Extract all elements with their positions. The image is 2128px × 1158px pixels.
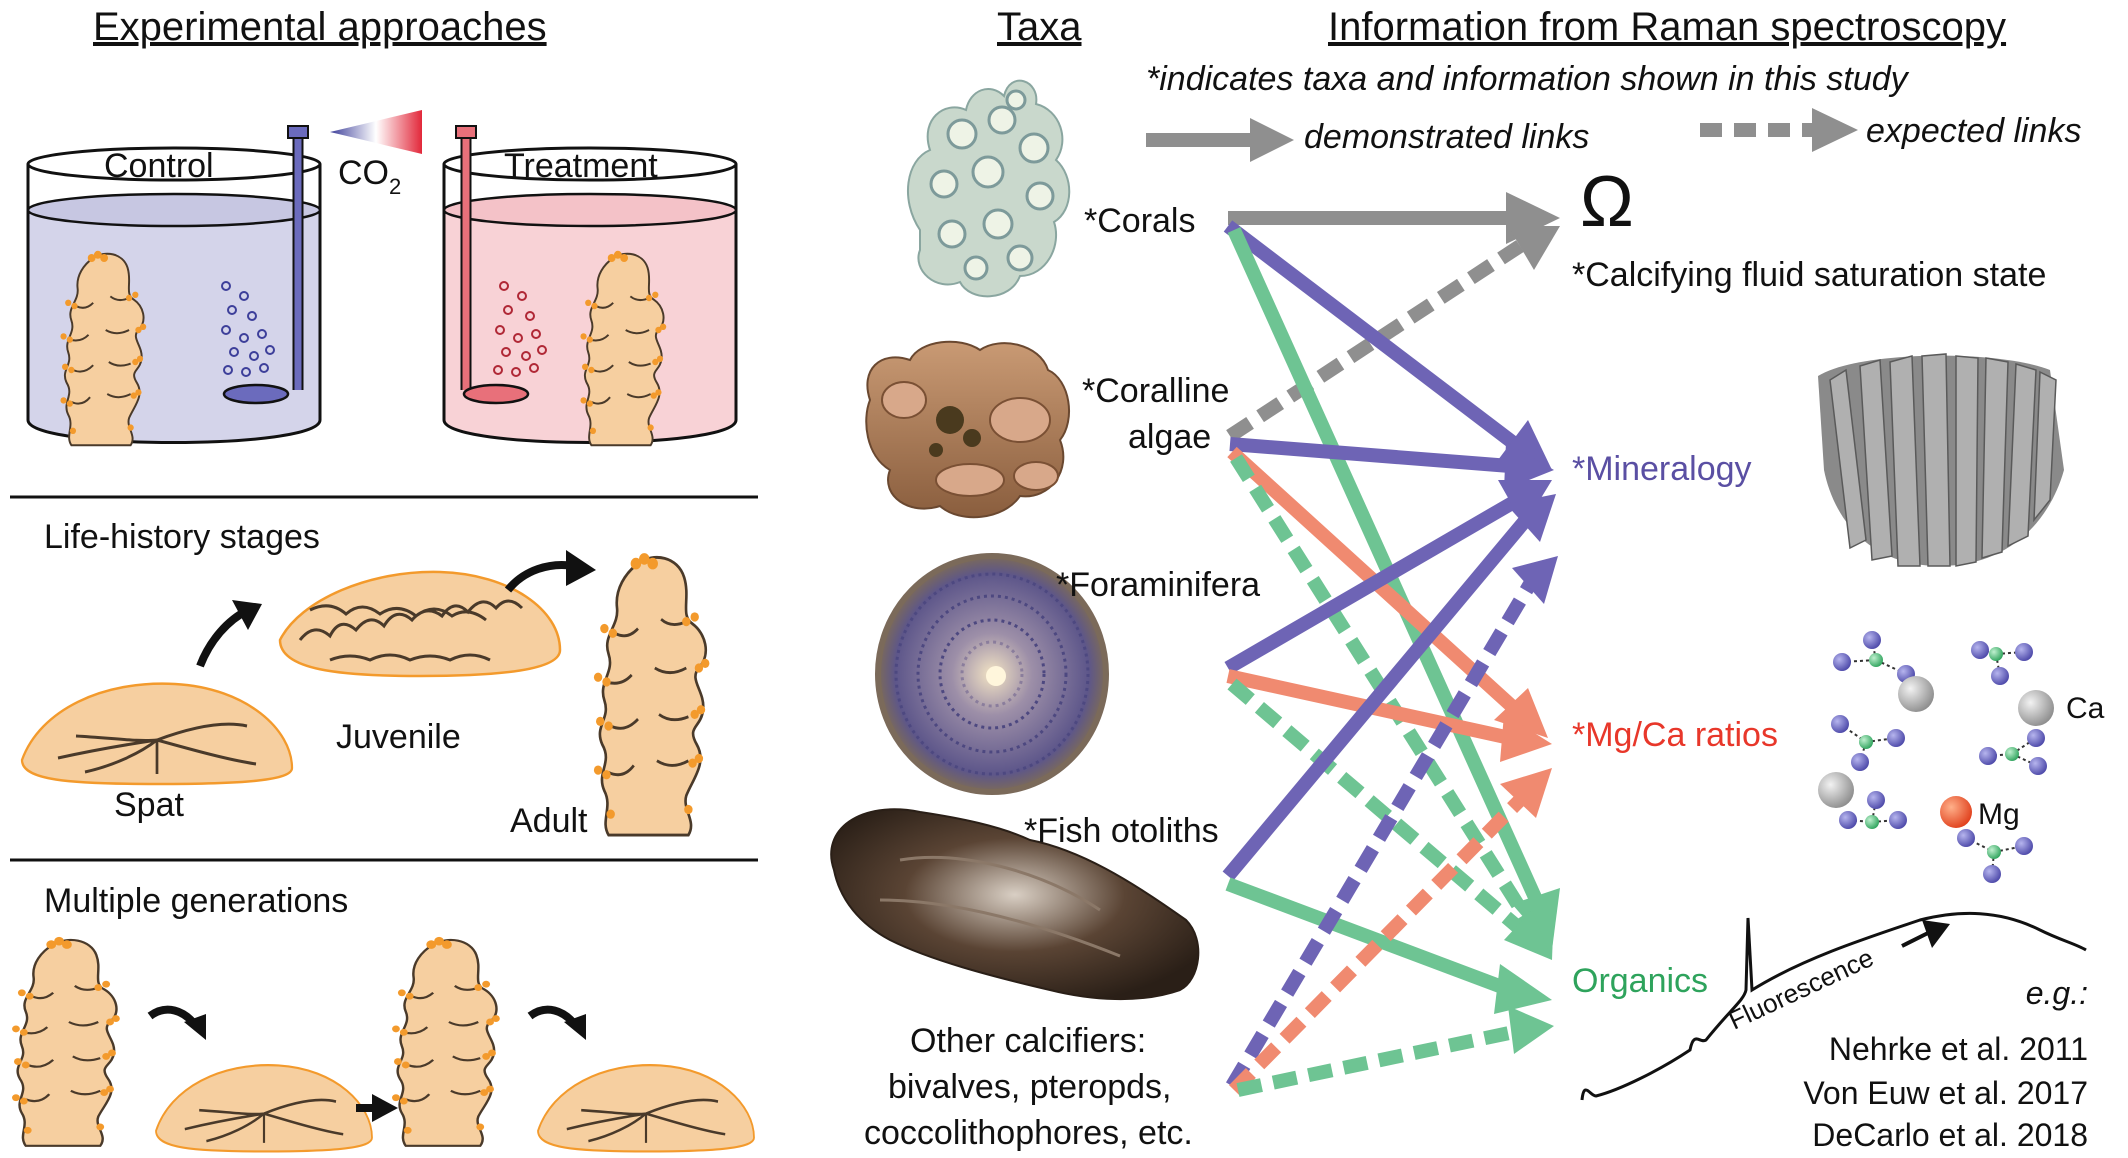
juvenile-label: Juvenile xyxy=(336,718,461,756)
ref-eg: e.g.: xyxy=(2026,975,2088,1011)
link-coralline-omega xyxy=(1226,240,1524,442)
arrow-spat-juvenile xyxy=(196,606,250,668)
link-corals-organics xyxy=(1227,227,1545,907)
taxa-other-2: bivalves, pteropds, xyxy=(888,1068,1172,1106)
foraminifera-photo xyxy=(875,553,1109,795)
adult-coral xyxy=(592,551,711,837)
coral-photo xyxy=(907,79,1071,298)
fish-otolith-photo xyxy=(830,808,1200,1000)
legend-expected: expected links xyxy=(1866,112,2081,150)
treatment-tank xyxy=(442,125,738,447)
info-mgca: *Mg/Ca ratios xyxy=(1572,716,1778,754)
link-corals-mineralogy xyxy=(1223,220,1525,454)
taxa-other-3: coccolithophores, etc. xyxy=(864,1114,1193,1152)
taxa-fish-otoliths: *Fish otoliths xyxy=(1024,812,1219,850)
header-information: Information from Raman spectroscopy xyxy=(1328,5,2006,49)
link-otoliths-organics xyxy=(1225,877,1513,997)
link-other-organics xyxy=(1236,1025,1516,1097)
legend-dashed-arrowhead xyxy=(1812,108,1858,152)
links xyxy=(1222,192,1560,1097)
fluorescence-spectrum xyxy=(1580,911,2087,1101)
coralline-algae-photo xyxy=(865,340,1071,519)
taxa-corals: *Corals xyxy=(1084,202,1195,240)
co2-gradient-wedge xyxy=(330,110,422,154)
omega-symbol: Ω xyxy=(1580,162,1634,242)
crystal-render xyxy=(1818,353,2064,567)
control-tank xyxy=(26,125,322,447)
juvenile-disc xyxy=(278,570,562,678)
link-foram-mineralogy xyxy=(1224,495,1518,675)
arrow-juvenile-adult xyxy=(504,561,575,593)
header-experimental: Experimental approaches xyxy=(93,5,547,49)
treatment-label: Treatment xyxy=(504,147,658,185)
label-ca: Ca xyxy=(2066,692,2105,725)
link-foram-organics xyxy=(1227,678,1531,940)
link-otoliths-mineralogy xyxy=(1222,517,1530,881)
legend-note: *indicates taxa and information shown in… xyxy=(1146,60,1910,98)
ref-3: DeCarlo et al. 2018 xyxy=(1812,1117,2088,1153)
taxa-coralline-1: *Coralline xyxy=(1082,372,1229,410)
adult-label: Adult xyxy=(510,802,588,840)
link-other-mgca xyxy=(1229,795,1525,1095)
info-organics: Organics xyxy=(1572,962,1708,1000)
info-mineralogy: *Mineralogy xyxy=(1572,450,1752,488)
life-history-label: Life-history stages xyxy=(44,518,320,556)
molecule-diagram xyxy=(1818,631,2054,883)
fluorescence-arrow xyxy=(1901,930,1931,948)
link-coralline-mineralogy xyxy=(1229,437,1511,473)
legend-solid-arrowhead xyxy=(1250,118,1294,162)
taxa-foraminifera: *Foraminifera xyxy=(1056,566,1260,604)
spat-disc xyxy=(20,682,294,786)
multiple-generations-label: Multiple generations xyxy=(44,882,348,920)
co2-label: CO2 xyxy=(338,154,401,199)
label-mg: Mg xyxy=(1978,798,2020,831)
ref-1: Nehrke et al. 2011 xyxy=(1829,1031,2088,1067)
legend-demonstrated: demonstrated links xyxy=(1304,118,1589,156)
taxa-other-1: Other calcifiers: xyxy=(910,1022,1146,1060)
spat-label: Spat xyxy=(114,786,184,824)
ref-2: Von Euw et al. 2017 xyxy=(1803,1075,2088,1111)
link-other-mineralogy xyxy=(1225,580,1537,1090)
header-taxa: Taxa xyxy=(997,5,1082,49)
info-saturation: *Calcifying fluid saturation state xyxy=(1572,256,2046,294)
control-label: Control xyxy=(104,147,214,185)
generation-sequence xyxy=(10,935,756,1153)
taxa-coralline-2: algae xyxy=(1128,418,1211,456)
